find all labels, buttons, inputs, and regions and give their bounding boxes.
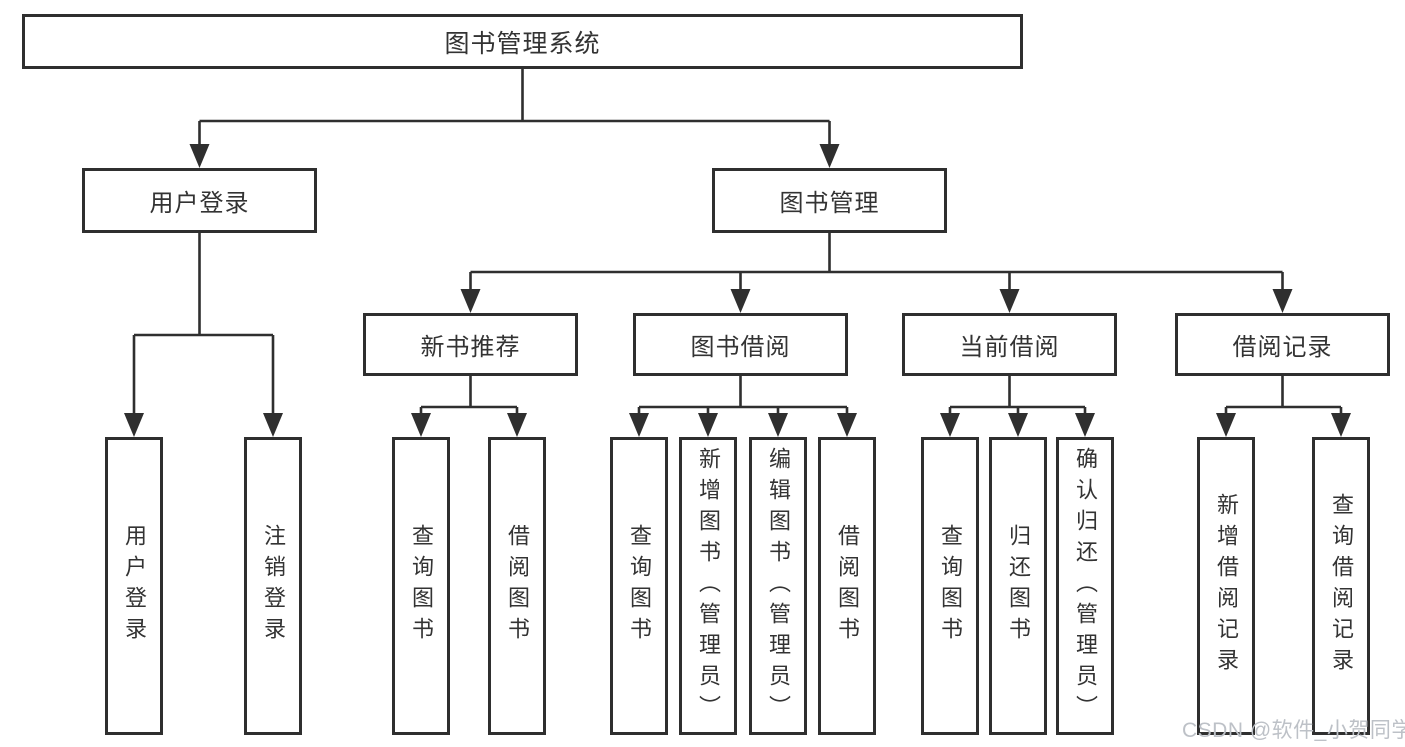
arrowhead-icon [837, 413, 857, 437]
leaf-add-book-admin: 新增图书（管理员） [679, 437, 737, 735]
node-book-borrow: 图书借阅 [633, 313, 848, 376]
arrowhead-icon [698, 413, 718, 437]
leaf-recommend-query-book: 查询图书 [392, 437, 450, 735]
arrowhead-icon [940, 413, 960, 437]
node-borrow-record: 借阅记录 [1175, 313, 1390, 376]
arrowhead-icon [124, 413, 144, 437]
node-new-book-recommend: 新书推荐 [363, 313, 578, 376]
arrowhead-icon [1272, 289, 1293, 313]
arrowhead-icon [1216, 413, 1236, 437]
leaf-query-borrow-record: 查询借阅记录 [1312, 437, 1370, 735]
arrowhead-icon [507, 413, 527, 437]
arrowhead-icon [819, 144, 840, 168]
leaf-recommend-borrow-book: 借阅图书 [488, 437, 546, 735]
connector-book-borrow-branch [629, 376, 857, 437]
leaf-user-login: 用户登录 [105, 437, 163, 735]
node-book-management: 图书管理 [712, 168, 947, 233]
connector-new-book-recommend-branch [411, 376, 527, 437]
arrowhead-icon [1075, 413, 1095, 437]
connector-user-login-branch [124, 233, 283, 437]
connector-root-to-level2 [189, 69, 840, 168]
leaf-confirm-return-admin: 确认归还（管理员） [1056, 437, 1114, 735]
node-system-root: 图书管理系统 [22, 14, 1023, 69]
node-current-borrow: 当前借阅 [902, 313, 1117, 376]
arrowhead-icon [730, 289, 751, 313]
arrowhead-icon [411, 413, 431, 437]
leaf-return-book: 归还图书 [989, 437, 1047, 735]
arrowhead-icon [1008, 413, 1028, 437]
arrowhead-icon [189, 144, 210, 168]
leaf-current-query-book: 查询图书 [921, 437, 979, 735]
arrowhead-icon [1331, 413, 1351, 437]
arrowhead-icon [768, 413, 788, 437]
leaf-borrow-book: 借阅图书 [818, 437, 876, 735]
arrowhead-icon [999, 289, 1020, 313]
node-user-login: 用户登录 [82, 168, 317, 233]
csdn-watermark: CSDN @软件_小贺同学 [1182, 719, 1405, 742]
connector-current-borrow-branch [940, 376, 1095, 437]
leaf-logout: 注销登录 [244, 437, 302, 735]
arrowhead-icon [460, 289, 481, 313]
leaf-edit-book-admin: 编辑图书（管理员） [749, 437, 807, 735]
leaf-borrow-query-book: 查询图书 [610, 437, 668, 735]
connector-borrow-record-branch [1216, 376, 1351, 437]
leaf-add-borrow-record: 新增借阅记录 [1197, 437, 1255, 735]
connector-book-management-to-level3 [460, 232, 1293, 313]
arrowhead-icon [263, 413, 283, 437]
arrowhead-icon [629, 413, 649, 437]
